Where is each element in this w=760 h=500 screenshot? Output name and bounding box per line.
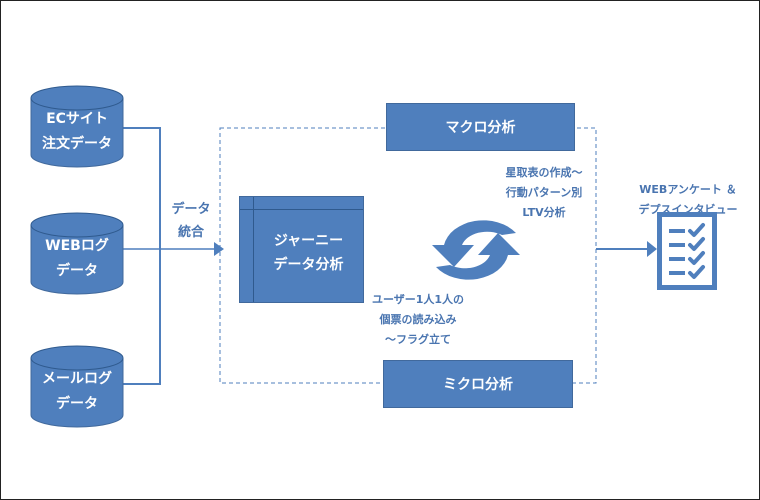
source-mail-log: メールログデータ [30, 345, 124, 429]
macro-note: 星取表の作成～ 行動パターン別 LTV分析 [505, 166, 583, 219]
source-bracket [123, 127, 161, 385]
journey-label: ジャーニー データ分析 [273, 233, 344, 273]
source-ec-orders: ECサイト注文データ [30, 85, 124, 169]
table-divider [240, 209, 363, 210]
cycle-arrows-icon [432, 220, 520, 280]
integration-arrow-head [214, 242, 224, 256]
database-icon [30, 212, 124, 295]
checklist-icon [657, 212, 717, 290]
table-divider [253, 197, 254, 302]
macro-analysis-box: マクロ分析 [386, 103, 575, 151]
integration-label: データ 統合 [171, 202, 211, 240]
source-web-log: WEBログデータ [30, 212, 124, 296]
source-label: WEBログデータ [45, 238, 109, 279]
source-label: メールログデータ [42, 371, 112, 412]
database-icon [30, 85, 124, 168]
journey-analysis-box: ジャーニー データ分析 [239, 196, 364, 303]
source-label: ECサイト注文データ [42, 111, 112, 152]
micro-analysis-box: ミクロ分析 [383, 360, 573, 408]
database-icon [30, 345, 124, 428]
micro-note: ユーザー1人1人の 個票の読み込み ～フラグ立て [371, 293, 465, 346]
output-arrow-head [647, 241, 657, 257]
